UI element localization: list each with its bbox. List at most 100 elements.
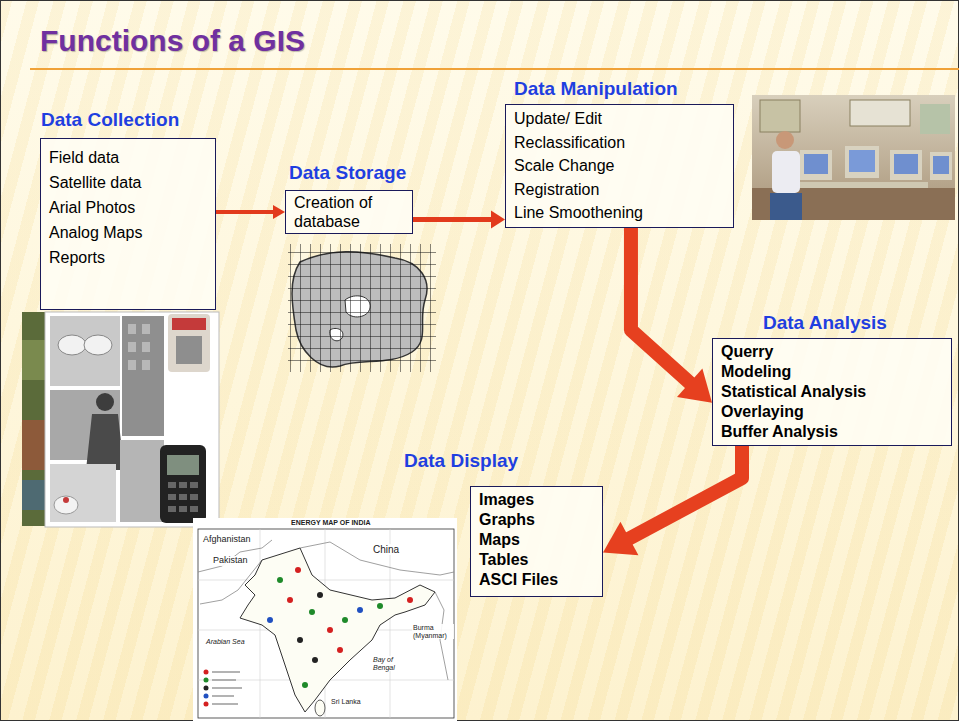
map-label: ENERGY MAP OF INDIA xyxy=(290,519,371,527)
map-label: China xyxy=(372,544,400,555)
energy-map-of-india xyxy=(240,548,435,712)
arrow-head xyxy=(603,522,638,555)
function-item: Line Smoothening xyxy=(514,201,643,225)
arrow-shaft xyxy=(628,446,742,539)
energy-map-of-india xyxy=(315,700,325,716)
field-equipment-photo xyxy=(58,335,86,355)
field-equipment-photo xyxy=(167,455,199,475)
arrow-shaft xyxy=(216,210,275,214)
function-item: Scale Change xyxy=(514,154,615,178)
energy-map-of-india xyxy=(297,637,303,643)
field-equipment-photo xyxy=(84,335,112,355)
computer-lab-photo xyxy=(760,100,800,132)
energy-map-of-india xyxy=(198,529,454,718)
computer-lab-photo xyxy=(920,104,950,134)
field-equipment-photo xyxy=(168,482,176,488)
function-item: Maps xyxy=(479,530,520,550)
field-equipment-photo xyxy=(142,360,150,370)
map-label: Bay of Bengal xyxy=(372,656,408,671)
title-rule xyxy=(30,68,959,70)
map-label: Afghanistan xyxy=(202,535,252,545)
energy-map-of-india xyxy=(204,678,209,683)
function-item: Reports xyxy=(49,245,105,270)
field-equipment-photo xyxy=(179,506,187,512)
field-equipment-photo xyxy=(190,494,198,500)
energy-map-of-india xyxy=(287,597,293,603)
process-box: Data CollectionField dataSatellite dataA… xyxy=(40,138,216,310)
energy-map-of-india xyxy=(309,609,315,615)
field-equipment-photo xyxy=(128,324,136,334)
energy-map-of-india xyxy=(342,617,348,623)
computer-lab-photo xyxy=(798,182,928,188)
stage-heading: Data Manipulation xyxy=(514,78,678,101)
function-item: Buffer Analysis xyxy=(721,422,838,442)
energy-map-of-india xyxy=(267,617,273,623)
function-item: Arial Photos xyxy=(49,195,135,220)
field-equipment-photo xyxy=(160,445,206,523)
arrow-head xyxy=(273,205,285,219)
field-equipment-photo xyxy=(96,393,114,411)
process-box: Data StorageCreation of database xyxy=(285,190,413,234)
energy-map-of-india xyxy=(204,694,209,699)
function-item: Graphs xyxy=(479,510,535,530)
field-equipment-photo xyxy=(168,314,210,372)
energy-map-of-india xyxy=(193,518,457,721)
computer-lab-photo xyxy=(894,154,918,174)
arrow-head xyxy=(491,211,505,229)
field-equipment-photo xyxy=(176,336,202,364)
field-equipment-photo xyxy=(45,312,219,527)
field-equipment-photo xyxy=(142,342,150,352)
field-equipment-photo xyxy=(22,480,46,510)
field-equipment-photo xyxy=(50,464,116,522)
function-item: Images xyxy=(479,490,534,510)
process-box: Data AnalysisQuerryModelingStatistical A… xyxy=(712,338,952,446)
computer-lab-photo xyxy=(804,154,828,174)
flow-arrow xyxy=(216,205,285,219)
energy-map-of-india xyxy=(377,603,383,609)
process-box: Data DisplayImagesGraphsMapsTablesASCI F… xyxy=(470,486,603,597)
computer-lab-photo xyxy=(752,95,955,220)
field-equipment-photo xyxy=(168,494,176,500)
energy-map-of-india xyxy=(277,577,283,583)
field-equipment-photo xyxy=(179,494,187,500)
function-item: Creation of database xyxy=(294,193,404,231)
field-equipment-photo xyxy=(122,316,164,436)
energy-map-of-india xyxy=(317,592,323,598)
energy-map-of-india xyxy=(204,686,209,691)
map-label: Pakistan xyxy=(212,556,249,566)
flow-arrow xyxy=(413,211,505,229)
map-label: Arabian Sea xyxy=(205,638,246,646)
function-item: Statistical Analysis xyxy=(721,382,866,402)
computer-lab-photo xyxy=(933,156,949,174)
function-item: Reclassification xyxy=(514,131,625,155)
computer-lab-photo xyxy=(850,100,910,126)
function-item: Update/ Edit xyxy=(514,107,602,131)
computer-lab-photo xyxy=(930,152,952,180)
energy-map-of-india xyxy=(204,670,209,675)
energy-map-of-india xyxy=(357,607,363,613)
computer-lab-photo xyxy=(849,150,875,172)
computer-lab-photo xyxy=(776,131,794,149)
field-equipment-photo xyxy=(190,482,198,488)
arrow-shaft xyxy=(413,217,493,222)
function-item: ASCI Files xyxy=(479,570,558,590)
field-equipment-photo xyxy=(128,360,136,370)
energy-map-of-india xyxy=(337,647,343,653)
field-equipment-photo xyxy=(22,312,46,526)
arrow-head xyxy=(677,369,712,403)
field-equipment-photo xyxy=(172,318,206,330)
computer-lab-photo xyxy=(770,193,802,220)
energy-map-of-india xyxy=(198,529,454,718)
energy-map-of-india xyxy=(312,657,318,663)
computer-lab-photo xyxy=(752,95,955,220)
energy-map-of-india xyxy=(302,682,308,688)
stage-heading: Data Display xyxy=(404,450,518,473)
field-equipment-photo xyxy=(142,324,150,334)
computer-lab-photo xyxy=(845,146,879,178)
stage-heading: Data Collection xyxy=(41,109,179,132)
field-equipment-photo xyxy=(128,342,136,352)
computer-lab-photo xyxy=(890,150,922,180)
function-item: Analog Maps xyxy=(49,220,142,245)
stage-heading: Data Analysis xyxy=(763,312,887,335)
arrow-shaft xyxy=(631,228,691,384)
